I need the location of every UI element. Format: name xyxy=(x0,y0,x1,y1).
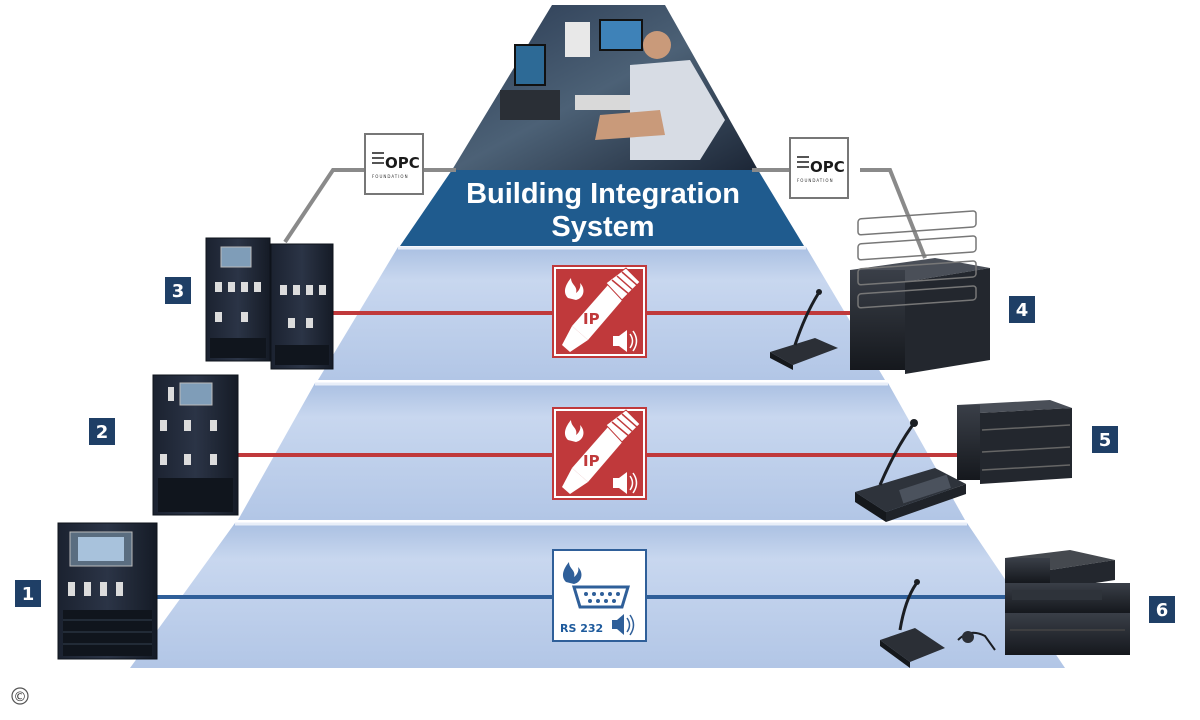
ip-icon-box-upper: IP xyxy=(552,265,647,358)
audio-rack-6 xyxy=(1005,550,1130,655)
badge-2: 2 xyxy=(89,418,115,445)
call-station-keypad-5 xyxy=(855,419,966,522)
title-line-1: Building Integration xyxy=(466,178,740,210)
badge-6-label: 6 xyxy=(1156,600,1169,621)
flame-icon xyxy=(562,562,582,584)
rs232-label: RS 232 xyxy=(560,622,603,635)
ip-label-lower: IP xyxy=(583,452,600,470)
opc-logo-right: OPC FOUNDATION xyxy=(789,137,849,199)
opc-left-sub: FOUNDATION xyxy=(372,174,409,179)
ip-network-plug-icon: IP xyxy=(562,267,641,352)
title-band xyxy=(400,170,804,246)
audio-rack-4 xyxy=(850,210,990,374)
call-station-mic-6 xyxy=(880,579,996,668)
badge-5: 5 xyxy=(1092,426,1118,453)
badge-3-label: 3 xyxy=(172,281,185,302)
fire-panel-2 xyxy=(152,374,239,516)
ip-icon-box-lower: IP xyxy=(552,407,647,500)
opc-right-label: OPC xyxy=(810,158,845,176)
flame-icon xyxy=(564,420,584,442)
badge-4-label: 4 xyxy=(1016,300,1029,321)
badge-1-label: 1 xyxy=(22,584,35,605)
speaker-icon xyxy=(613,472,638,494)
opc-left-label: OPC xyxy=(385,154,420,172)
badge-3: 3 xyxy=(165,277,191,304)
copyright-symbol: © xyxy=(14,690,27,705)
opc-connectors xyxy=(283,168,927,259)
speaker-icon xyxy=(613,330,638,352)
fire-panel-3 xyxy=(205,237,334,370)
title-line-2: System xyxy=(551,211,654,243)
ip-network-plug-icon: IP xyxy=(562,409,641,494)
speaker-icon xyxy=(612,614,635,636)
opc-right-sub: FOUNDATION xyxy=(797,178,834,183)
badge-5-label: 5 xyxy=(1099,430,1112,451)
ip-label-upper: IP xyxy=(583,310,600,328)
badge-4: 4 xyxy=(1009,296,1035,323)
fire-panel-1 xyxy=(57,522,158,660)
flame-icon xyxy=(564,278,584,300)
call-station-mic-4 xyxy=(770,289,838,370)
rs232-icon-box: RS 232 xyxy=(552,549,647,642)
badge-1: 1 xyxy=(15,580,41,607)
badge-2-label: 2 xyxy=(96,422,109,443)
pyramid-apex: Building Integration System xyxy=(400,5,804,246)
opc-logo-left: OPC FOUNDATION xyxy=(364,133,424,195)
badge-6: 6 xyxy=(1149,596,1175,623)
audio-rack-5 xyxy=(957,400,1072,484)
copyright-mark: © xyxy=(11,687,29,705)
serial-port-icon xyxy=(571,585,631,609)
pyramid xyxy=(130,246,1065,668)
